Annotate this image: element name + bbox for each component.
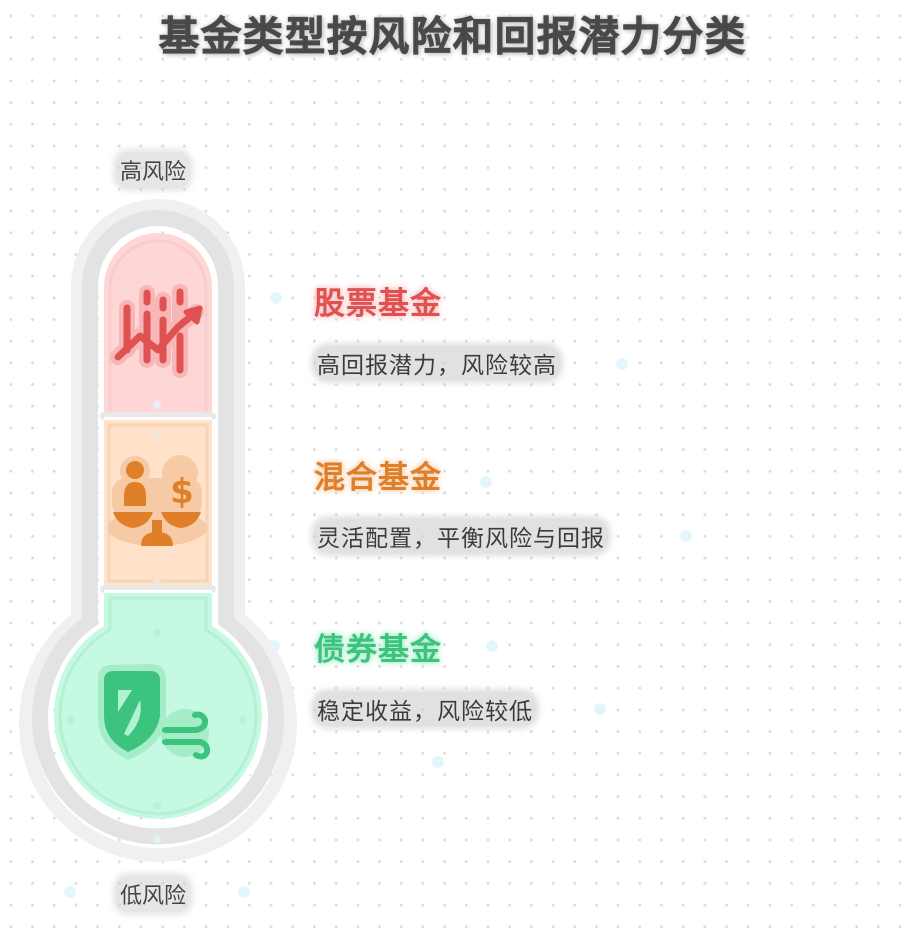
- decorative-bubble: [480, 476, 492, 488]
- decorative-bubble: [680, 530, 692, 542]
- shield-wind-icon: [98, 664, 211, 760]
- stock-fund-title: 股票基金: [314, 286, 442, 322]
- risk-thermometer: $: [19, 199, 297, 862]
- mixed-fund-description: 灵活配置，平衡风险与回报: [314, 519, 608, 553]
- stock-chart-arrow-up-icon: [110, 284, 204, 378]
- bond-fund-title: 债券基金: [314, 632, 442, 668]
- decorative-bubble: [432, 756, 444, 768]
- decorative-bubble: [238, 886, 250, 898]
- decorative-bubble: [64, 886, 76, 898]
- balance-scale-person-dollar-icon: $: [107, 455, 207, 546]
- decorative-bubble: [486, 640, 498, 652]
- decorative-bubble: [594, 703, 606, 715]
- mixed-fund-title: 混合基金: [314, 460, 442, 496]
- page-title: 基金类型按风险和回报潜力分类: [159, 13, 747, 61]
- high-risk-label: 高风险: [116, 152, 191, 188]
- low-risk-label: 低风险: [116, 876, 191, 912]
- stock-fund-description: 高回报潜力，风险较高: [314, 346, 560, 380]
- decorative-bubble: [270, 292, 282, 304]
- bond-fund-description: 稳定收益，风险较低: [314, 692, 536, 726]
- decorative-bubble: [616, 358, 628, 370]
- svg-text:$: $: [170, 472, 194, 512]
